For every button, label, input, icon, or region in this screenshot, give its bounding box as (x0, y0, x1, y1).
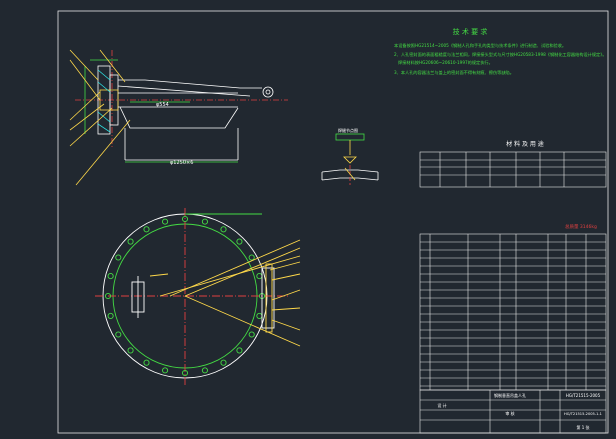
bolt-hole (220, 226, 227, 233)
weld-label: 焊缝节点图 (338, 127, 358, 133)
total-weight: 总质量 3146kg (565, 223, 597, 230)
title-block (419, 389, 607, 434)
bom-table (419, 233, 607, 391)
bolt-hole (115, 254, 122, 261)
note-3: 焊接材料按HG20606~20610-1997的规定执行。 (398, 59, 493, 66)
bolt-hole (236, 347, 243, 354)
bolt-hole (248, 331, 255, 338)
title-drawing-no: HG/T21515-2005-1-1 (564, 412, 602, 416)
bolt-hole (220, 359, 227, 366)
bolt-hole (127, 238, 134, 245)
title-standard: HG/T21515-2005 (566, 393, 601, 398)
note-4: 3、本人孔的容器法兰与盖上的密封面不得有刻痕、擦伤等缺陷。 (394, 69, 514, 76)
bolt-hole (115, 331, 122, 338)
title-design: 设 计 (437, 402, 446, 408)
bolt-hole (127, 347, 134, 354)
bolt-hole (104, 292, 112, 300)
side-view (69, 49, 288, 186)
note-2: 2、人孔密封面的表面粗糙度与法兰相同，焊接接头型式与尺寸按HG20583-199… (394, 51, 607, 58)
plan-view (95, 208, 301, 385)
title-check: 审 核 (505, 410, 514, 416)
bolt-hole (236, 238, 243, 245)
dim-text-2: φ1250×6 (170, 160, 193, 166)
bolt-hole (201, 218, 208, 225)
title-name: 钢制垂直吊盖人孔 (494, 392, 526, 398)
dim-text-1: φ554 (156, 102, 169, 108)
material-table (419, 151, 607, 188)
bolt-hole (107, 273, 114, 280)
title-sheet: 第 1 张 (576, 424, 589, 430)
bolt-hole (107, 312, 114, 319)
sheet-border (57, 10, 609, 434)
bolt-hole (256, 312, 263, 319)
bolt-hole (162, 367, 169, 374)
notes-title: 技 术 要 求 (453, 27, 488, 36)
material-table-title: 材 料 及 用 途 (506, 140, 544, 148)
bolt-hole (256, 273, 263, 280)
bolt-hole (181, 215, 189, 223)
weld-detail (321, 133, 379, 185)
bolt-hole (248, 254, 255, 261)
note-1: 本设备按照HG21514~2005《钢制人孔和手孔的类型与技术条件》进行制造、试… (394, 42, 566, 49)
bolt-hole (143, 359, 150, 366)
bolt-hole (162, 218, 169, 225)
bolt-hole (143, 226, 150, 233)
bolt-hole (181, 369, 189, 377)
bolt-hole (201, 367, 208, 374)
